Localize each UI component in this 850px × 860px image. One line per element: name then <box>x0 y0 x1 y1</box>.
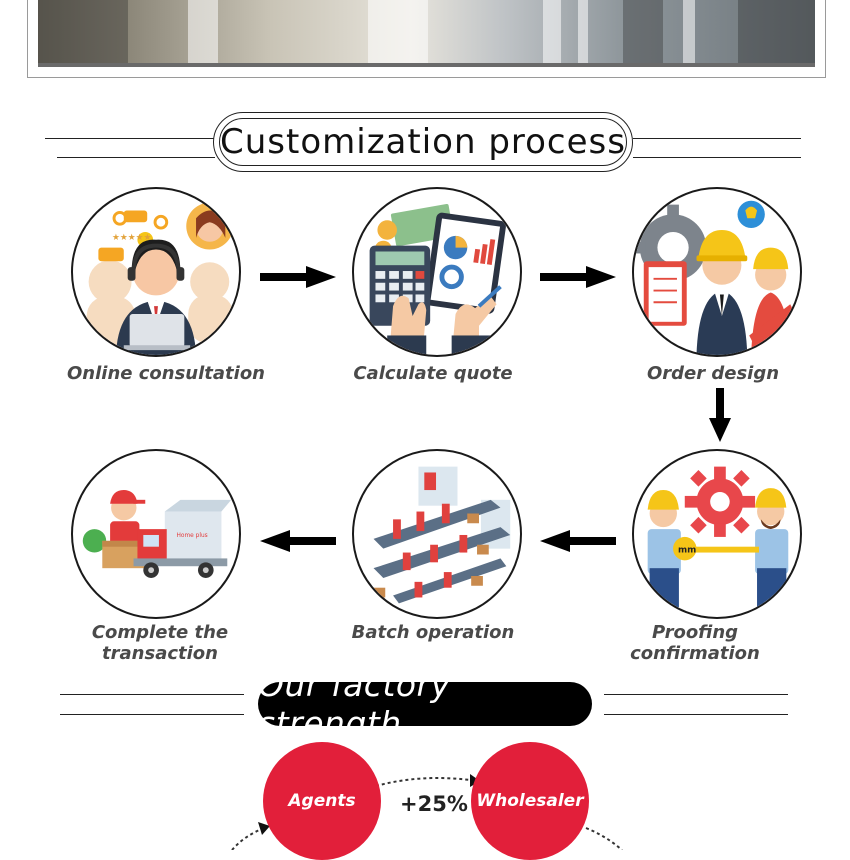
step-label-complete-transaction: Complete the transaction <box>91 622 229 664</box>
arrow-right-icon <box>260 266 336 288</box>
calculator-tablet-icon <box>369 204 506 355</box>
strength-node-wholesaler: Wholesaler <box>471 742 589 860</box>
step-label-order-design: Order design <box>646 363 780 384</box>
arrow-left-icon <box>260 530 336 552</box>
step-online-consultation: ★★★★★ <box>71 187 241 357</box>
step-proofing-confirmation: mm <box>632 449 802 619</box>
arrow-left-icon <box>540 530 616 552</box>
svg-text:Home plus: Home plus <box>177 533 208 539</box>
increase-percent: +25% <box>400 792 468 816</box>
step-label-online-consultation: Online consultation <box>67 363 265 384</box>
heading2-rule-right-bottom <box>604 714 788 715</box>
delivery-truck-icon: Home plus <box>82 490 232 578</box>
heading2-rule-right-top <box>604 694 788 695</box>
svg-text:★★★★★: ★★★★★ <box>112 233 151 243</box>
heading-rule-left-bottom <box>57 157 215 158</box>
step-label-proofing-confirmation: Proofing confirmation <box>630 622 760 664</box>
arrow-right-icon <box>540 266 616 288</box>
step-calculate-quote <box>352 187 522 357</box>
strength-node-label: Agents <box>288 791 356 811</box>
heading2-rule-left-bottom <box>60 714 244 715</box>
engineers-design-icon <box>634 200 795 355</box>
step-order-design <box>632 187 802 357</box>
section-title: Customization process <box>220 122 626 162</box>
section-title-frame: Customization process <box>213 112 633 172</box>
svg-text:mm: mm <box>678 546 696 556</box>
step-label-batch-operation: Batch operation <box>351 622 515 643</box>
strength-node-agents: Agents <box>263 742 381 860</box>
strength-node-label: Wholesaler <box>476 791 584 811</box>
step-batch-operation <box>352 449 522 619</box>
heading-rule-right-bottom <box>633 157 801 158</box>
workers-gear-icon: mm <box>647 466 789 608</box>
arrow-down-icon <box>709 388 731 442</box>
heading2-rule-left-top <box>60 694 244 695</box>
step-complete-transaction: Home plus <box>71 449 241 619</box>
section2-title: Our factory strength <box>258 665 451 743</box>
heading-rule-left-top <box>45 138 215 139</box>
customer-service-icon: ★★★★★ <box>86 202 234 355</box>
section2-title-badge: Our factory strength <box>258 665 592 743</box>
factory-photo <box>38 0 815 67</box>
banner-frame <box>27 0 826 78</box>
assembly-line-icon <box>373 466 511 604</box>
heading-rule-right-top <box>633 138 801 139</box>
step-label-calculate-quote: Calculate quote <box>353 363 513 384</box>
